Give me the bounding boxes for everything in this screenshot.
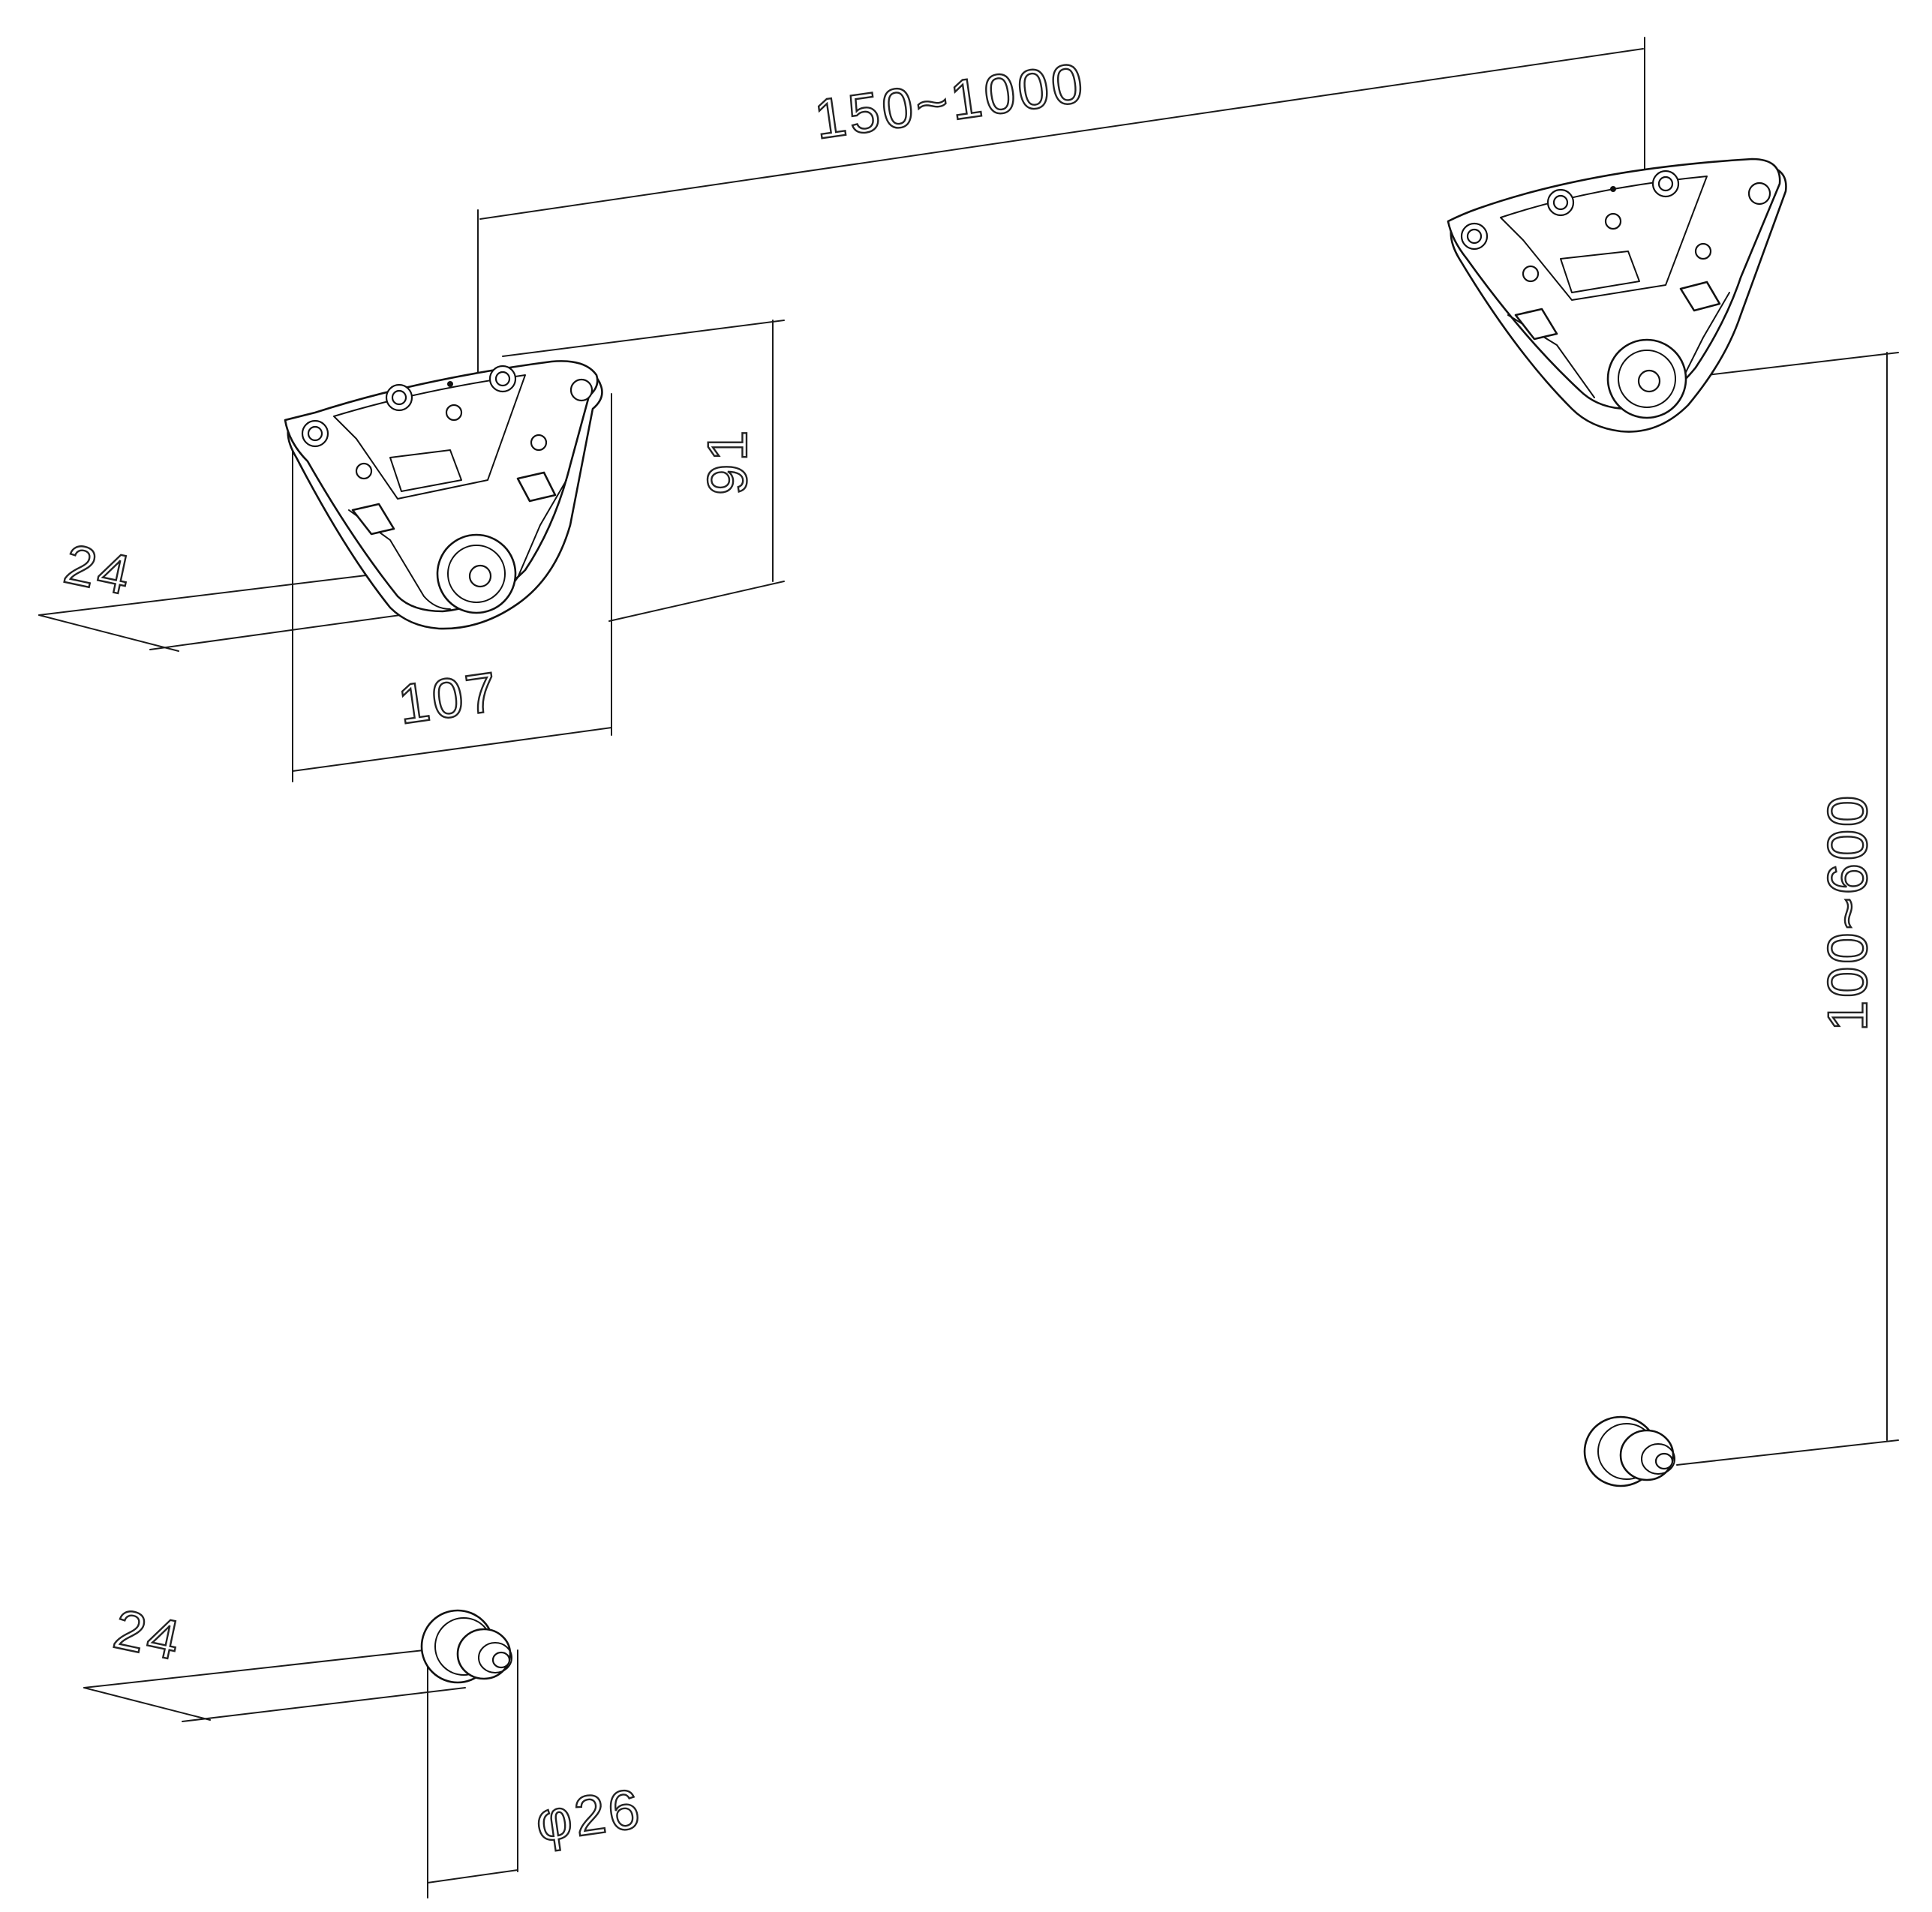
spacer-right <box>1583 1415 1675 1487</box>
label-bracket-depth: 24 <box>59 532 139 607</box>
bracket-right <box>1447 158 1787 433</box>
dimension-lines <box>38 37 1899 1898</box>
bracket-left <box>284 360 603 630</box>
label-bracket-width: 107 <box>395 660 504 736</box>
label-spacer-diameter: φ26 <box>532 1777 646 1853</box>
spacer-left <box>420 1609 512 1684</box>
label-vertical-spacing: 100~600 <box>1816 793 1879 1031</box>
label-spacer-depth: 24 <box>109 1597 188 1672</box>
label-bracket-height: 91 <box>696 428 759 495</box>
